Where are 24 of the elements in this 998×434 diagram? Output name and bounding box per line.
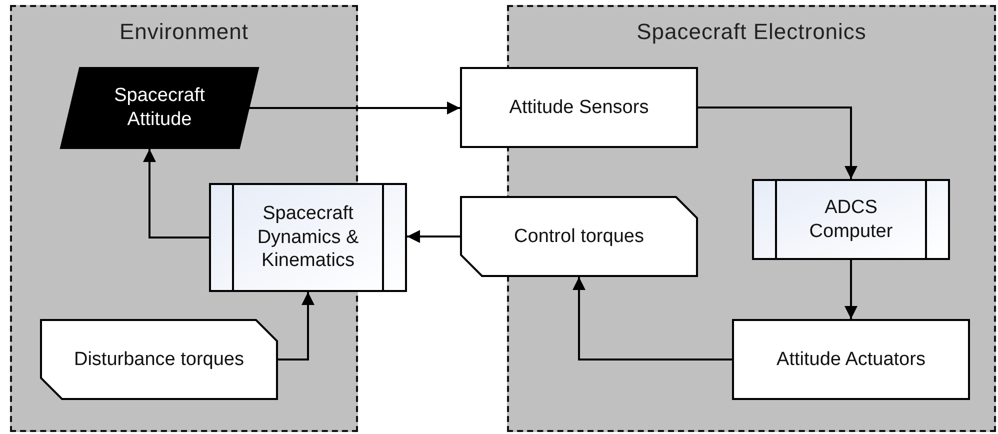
process-box [732, 319, 970, 400]
node-label: Disturbance torques [74, 348, 244, 372]
arrow [698, 106, 858, 179]
arrow [407, 230, 460, 243]
node-label: ADCS Computer [808, 196, 894, 244]
process-box [460, 67, 698, 148]
node-label: Attitude Sensors [509, 96, 649, 120]
group-title: Spacecraft Electronics [636, 19, 866, 45]
node-label: Control torques [514, 224, 644, 248]
predefined-process-box [752, 179, 950, 260]
node-label: Spacecraft Dynamics & Kinematics [256, 202, 360, 274]
card-shape [460, 196, 698, 277]
data-parallelogram [60, 67, 259, 149]
group-panel [10, 5, 358, 432]
node-label: Attitude Actuators [776, 348, 926, 372]
arrow [143, 149, 209, 238]
arrow [572, 277, 732, 360]
group-title: Environment [119, 19, 248, 45]
node-label: Spacecraft Attitude [113, 84, 206, 132]
card-shape [40, 319, 278, 400]
predefined-process-box [209, 183, 407, 292]
arrow [844, 260, 858, 319]
arrow [249, 102, 460, 114]
arrow [278, 292, 314, 360]
